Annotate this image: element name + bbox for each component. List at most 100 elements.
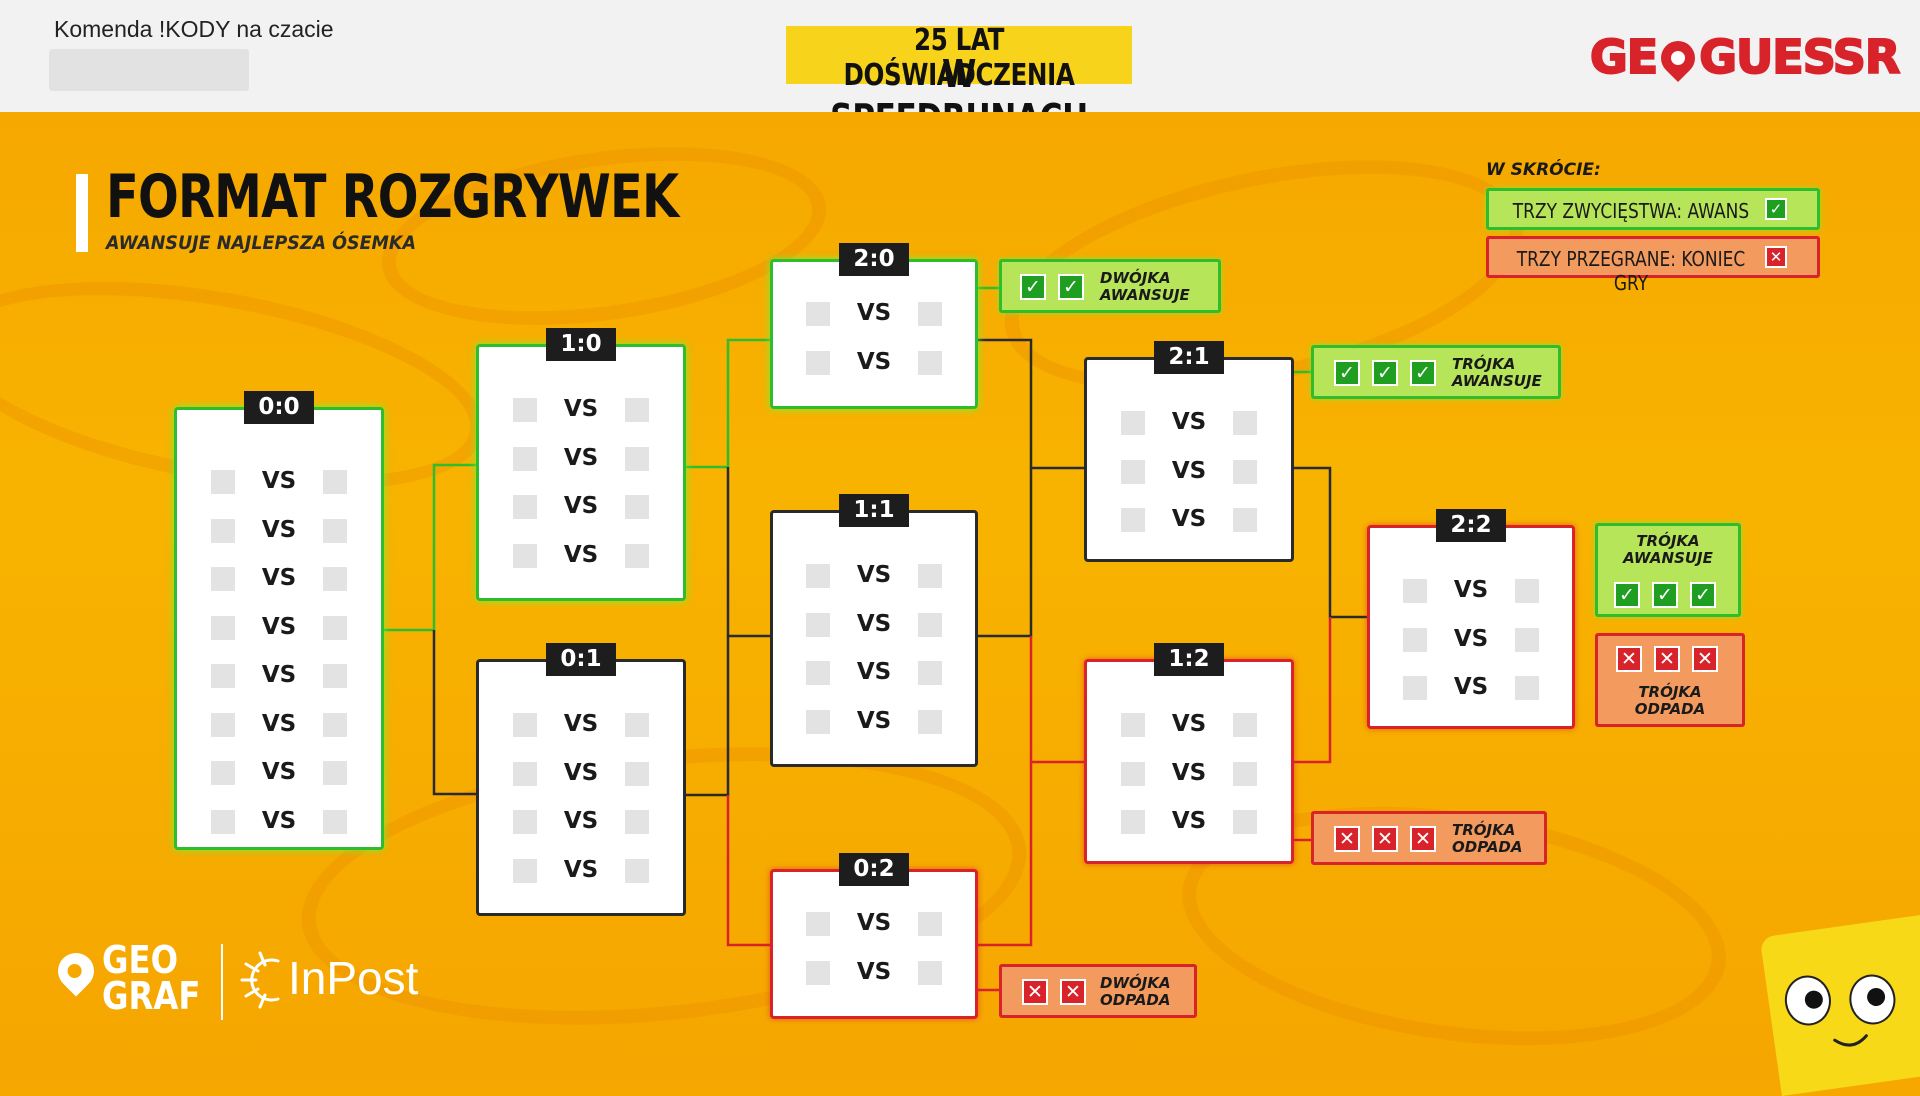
match-row: VS [1087,405,1291,439]
match-row: VS [1087,454,1291,488]
match-row: VS [479,538,683,572]
player-slot [513,398,537,422]
player-slot [625,858,649,883]
player-slot [625,398,649,422]
cross-icon: ✕ [1060,979,1086,1005]
player-slot [211,518,235,543]
vs-label: VS [1171,457,1207,484]
player-slot [1233,459,1257,484]
connector-1-0-to-2-0 [686,338,770,469]
check-icon: ✓ [1690,582,1716,608]
record-tag: 1:0 [546,328,616,361]
connector-2-0-to-2-1 [978,338,1084,470]
match-row: VS [773,906,975,940]
player-slot [806,350,830,375]
chat-command-label: Komenda !KODY na czacie [54,16,334,42]
mascot-smile-icon [1833,1034,1868,1047]
check-icon: ✓ [1020,274,1046,300]
player-slot [625,495,649,519]
player-slot [1233,508,1257,532]
vs-label: VS [261,468,297,494]
vs-label: VS [1453,625,1489,652]
vs-label: VS [563,856,599,883]
vs-label: VS [563,493,599,519]
match-row: VS [773,655,975,689]
vs-label: VS [563,808,599,834]
player-slot [211,712,235,737]
sun-icon [240,951,280,1009]
player-slot [1121,459,1145,484]
vs-label: VS [856,958,892,985]
player-slot [513,810,537,834]
connector-1-2-to-2-2 [1294,617,1332,764]
player-slot [625,761,649,786]
cross-icon: ✕ [1765,246,1787,268]
result-label-line2: ODPADA [1100,991,1171,1009]
vs-label: VS [1171,808,1207,834]
player-slot [806,960,830,985]
connector-0-1-to-1-1 [686,636,730,797]
player-slot [918,709,942,734]
vs-label: VS [1453,577,1489,603]
connector-1-0-to-1-1 [726,467,770,638]
mascot-eye-icon [1846,971,1899,1028]
inpost-logo-text: InPost [288,952,419,1004]
player-slot [918,960,942,985]
match-row: VS [1087,804,1291,838]
vs-label: VS [563,711,599,737]
player-slot [211,567,235,591]
match-row: VS [773,704,975,738]
player-slot [513,495,537,519]
result-label-line2: ODPADA [1634,700,1706,718]
player-slot [1233,713,1257,737]
cross-icon: ✕ [1654,646,1680,672]
vs-label: VS [261,759,297,785]
player-slot [806,709,830,734]
player-slot [918,302,942,326]
result-label-line1: TRÓJKA [1638,683,1702,701]
match-row: VS [1370,670,1572,704]
check-icon: ✓ [1372,360,1398,386]
connector-0-2-to-1-2 [978,762,1033,947]
record-tag: 2:2 [1436,509,1506,542]
vs-label: VS [1171,759,1207,786]
match-row: VS [479,707,683,741]
player-slot [806,661,830,685]
player-slot [323,664,347,688]
result-two-advance: ✓ ✓ DWÓJKA AWANSUJE [999,259,1221,313]
check-icon: ✓ [1652,582,1678,608]
vs-label: VS [856,300,892,326]
player-slot [323,712,347,737]
match-row: VS [773,296,975,330]
player-slot [323,470,347,494]
player-slot [918,661,942,685]
match-row: VS [479,441,683,475]
vs-label: VS [1171,711,1207,737]
player-slot [806,612,830,637]
player-slot [918,612,942,637]
match-row: VS [479,489,683,523]
player-slot [211,470,235,494]
player-slot [806,564,830,588]
geograf-logo-line2: GRAF [102,974,201,1018]
connector-0-1-to-0-2 [726,795,770,947]
vs-label: VS [261,807,297,834]
bracket-2-2: 2:2 VS VS VS [1367,509,1575,729]
match-row: VS [1370,573,1572,607]
player-slot [625,446,649,471]
match-row: VS [177,464,381,498]
match-row: VS [1370,622,1572,656]
check-icon: ✓ [1410,360,1436,386]
result-three-advance-a: ✓ ✓ ✓ TRÓJKA AWANSUJE [1311,345,1561,399]
player-slot [1403,676,1427,700]
match-row: VS [177,707,381,741]
player-slot [513,543,537,568]
connector-0-0-to-0-1 [432,630,476,796]
player-slot [625,713,649,737]
match-row: VS [177,610,381,644]
cross-icon: ✕ [1616,646,1642,672]
legend-lose-label: TRZY PRZEGRANE: KONIEC GRY [1516,247,1746,295]
player-slot [323,761,347,785]
vs-label: VS [856,910,892,936]
vs-label: VS [261,565,297,591]
